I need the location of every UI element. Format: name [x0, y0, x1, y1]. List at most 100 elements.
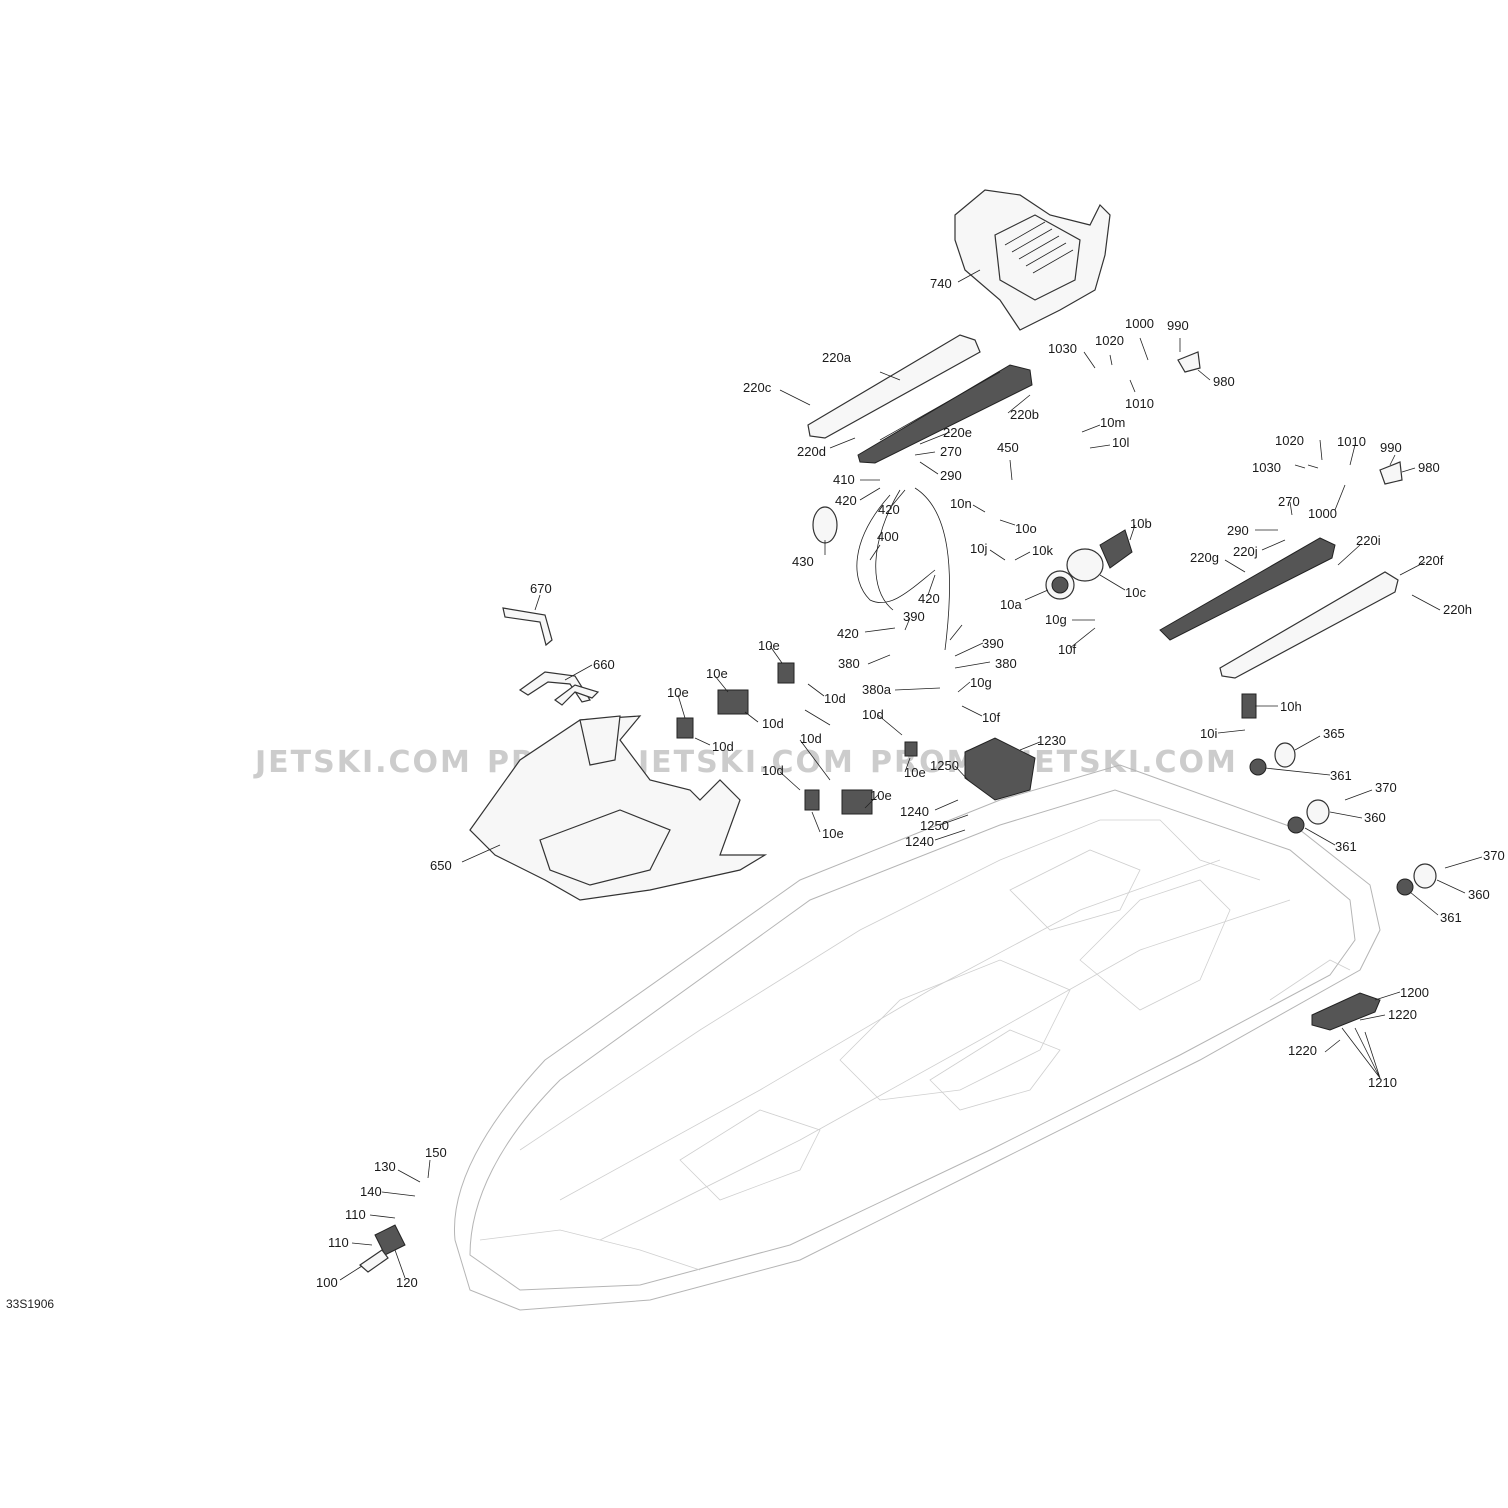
hull-body	[453, 764, 1381, 1311]
callout-10k: 10k	[1032, 543, 1053, 558]
callout-1020: 1020	[1095, 333, 1124, 348]
callout-1230: 1230	[1037, 733, 1066, 748]
callout-365: 365	[1323, 726, 1345, 741]
callout-220c: 220c	[743, 380, 772, 395]
callout-361-b: 361	[1335, 839, 1357, 854]
callout-10e-d: 10e	[870, 788, 892, 803]
callout-430: 430	[792, 554, 814, 569]
callout-1210: 1210	[1368, 1075, 1397, 1090]
callout-10e-a: 10e	[667, 685, 689, 700]
callout-1010-right: 1010	[1337, 434, 1366, 449]
cover-1230	[964, 737, 1036, 801]
storage-bin-740	[954, 189, 1111, 331]
callout-10b: 10b	[1130, 516, 1152, 531]
callout-220h: 220h	[1443, 602, 1472, 617]
callout-660: 660	[593, 657, 615, 672]
callout-1240-a: 1240	[900, 804, 929, 819]
bow-eye-parts	[359, 1224, 406, 1273]
callout-10e-e: 10e	[822, 826, 844, 841]
callout-10d-a: 10d	[824, 691, 846, 706]
callout-140: 140	[360, 1184, 382, 1199]
watermark-3: PROMO-JETSKI.COM	[870, 745, 1238, 780]
callout-1030-right: 1030	[1252, 460, 1281, 475]
callout-10e-b: 10e	[706, 666, 728, 681]
callout-labels: 740 220a 220c 220d 220b 220e 270 290 103…	[316, 276, 1505, 1290]
callout-10e-f: 10e	[904, 765, 926, 780]
callout-10f-top: 10f	[1058, 642, 1076, 657]
callout-990-right: 990	[1380, 440, 1402, 455]
callout-120: 120	[396, 1275, 418, 1290]
callout-1000-right: 1000	[1308, 506, 1337, 521]
callout-270: 270	[940, 444, 962, 459]
callout-10f: 10f	[982, 710, 1000, 725]
callout-10d-c: 10d	[712, 739, 734, 754]
callout-220i: 220i	[1356, 533, 1381, 548]
brackets-10e	[676, 662, 1257, 815]
rail-left-220a	[807, 334, 1033, 464]
callout-1030: 1030	[1048, 341, 1077, 356]
drain-plugs	[1249, 742, 1437, 896]
callout-10a: 10a	[1000, 597, 1022, 612]
callout-380b: 380	[995, 656, 1017, 671]
callout-361-c: 361	[1440, 910, 1462, 925]
callout-110-a: 110	[345, 1207, 366, 1222]
hardware-980	[1177, 351, 1403, 485]
callout-990: 990	[1167, 318, 1189, 333]
callout-360-b: 360	[1468, 887, 1490, 902]
callout-270-right: 270	[1278, 494, 1300, 509]
callout-290-right: 290	[1227, 523, 1249, 538]
callout-10g-top: 10g	[1045, 612, 1067, 627]
callout-220g: 220g	[1190, 550, 1219, 565]
callout-380a-label: 380	[838, 656, 860, 671]
callout-670: 670	[530, 581, 552, 596]
callout-10d-b: 10d	[762, 716, 784, 731]
callout-370-a: 370	[1375, 780, 1397, 795]
callout-1250-a: 1250	[930, 758, 959, 773]
callout-740: 740	[930, 276, 952, 291]
callout-220b: 220b	[1010, 407, 1039, 422]
handle-670	[502, 607, 553, 647]
callout-380a: 380a	[862, 682, 892, 697]
callout-1020-right: 1020	[1275, 433, 1304, 448]
callout-10c: 10c	[1125, 585, 1146, 600]
callout-650: 650	[430, 858, 452, 873]
callout-220e: 220e	[943, 425, 972, 440]
callout-100: 100	[316, 1275, 338, 1290]
callout-400: 400	[877, 529, 899, 544]
callout-10l: 10l	[1112, 435, 1129, 450]
callout-220f: 220f	[1418, 553, 1444, 568]
callout-290: 290	[940, 468, 962, 483]
callout-450: 450	[997, 440, 1019, 455]
callout-361-a: 361	[1330, 768, 1352, 783]
callout-130: 130	[374, 1159, 396, 1174]
callout-150: 150	[425, 1145, 447, 1160]
callout-10d-f: 10d	[862, 707, 884, 722]
callout-10d-e: 10d	[762, 763, 784, 778]
callout-1010: 1010	[1125, 396, 1154, 411]
callout-10d-d: 10d	[800, 731, 822, 746]
callout-420c: 420	[918, 591, 940, 606]
fill-neck-10	[1045, 529, 1133, 600]
callout-220d: 220d	[797, 444, 826, 459]
watermark-1: JETSKI.COM	[253, 745, 472, 780]
callout-420d: 420	[837, 626, 859, 641]
callout-420b: 420	[878, 502, 900, 517]
callout-370-b: 370	[1483, 848, 1505, 863]
callout-10j: 10j	[970, 541, 987, 556]
callout-110-b: 110	[328, 1235, 349, 1250]
callout-390b: 390	[982, 636, 1004, 651]
callout-10n: 10n	[950, 496, 972, 511]
callout-1000: 1000	[1125, 316, 1154, 331]
leader-lines	[339, 269, 1483, 1281]
handle-660	[518, 671, 600, 706]
step-1200	[1311, 992, 1381, 1031]
rail-right-220g	[1159, 537, 1399, 679]
callout-980: 980	[1213, 374, 1235, 389]
callout-10h: 10h	[1280, 699, 1302, 714]
callout-10m: 10m	[1100, 415, 1125, 430]
callout-1200: 1200	[1400, 985, 1429, 1000]
callout-10i: 10i	[1200, 726, 1217, 741]
callout-220a: 220a	[822, 350, 852, 365]
footrest-650	[469, 715, 768, 901]
callout-220j: 220j	[1233, 544, 1258, 559]
